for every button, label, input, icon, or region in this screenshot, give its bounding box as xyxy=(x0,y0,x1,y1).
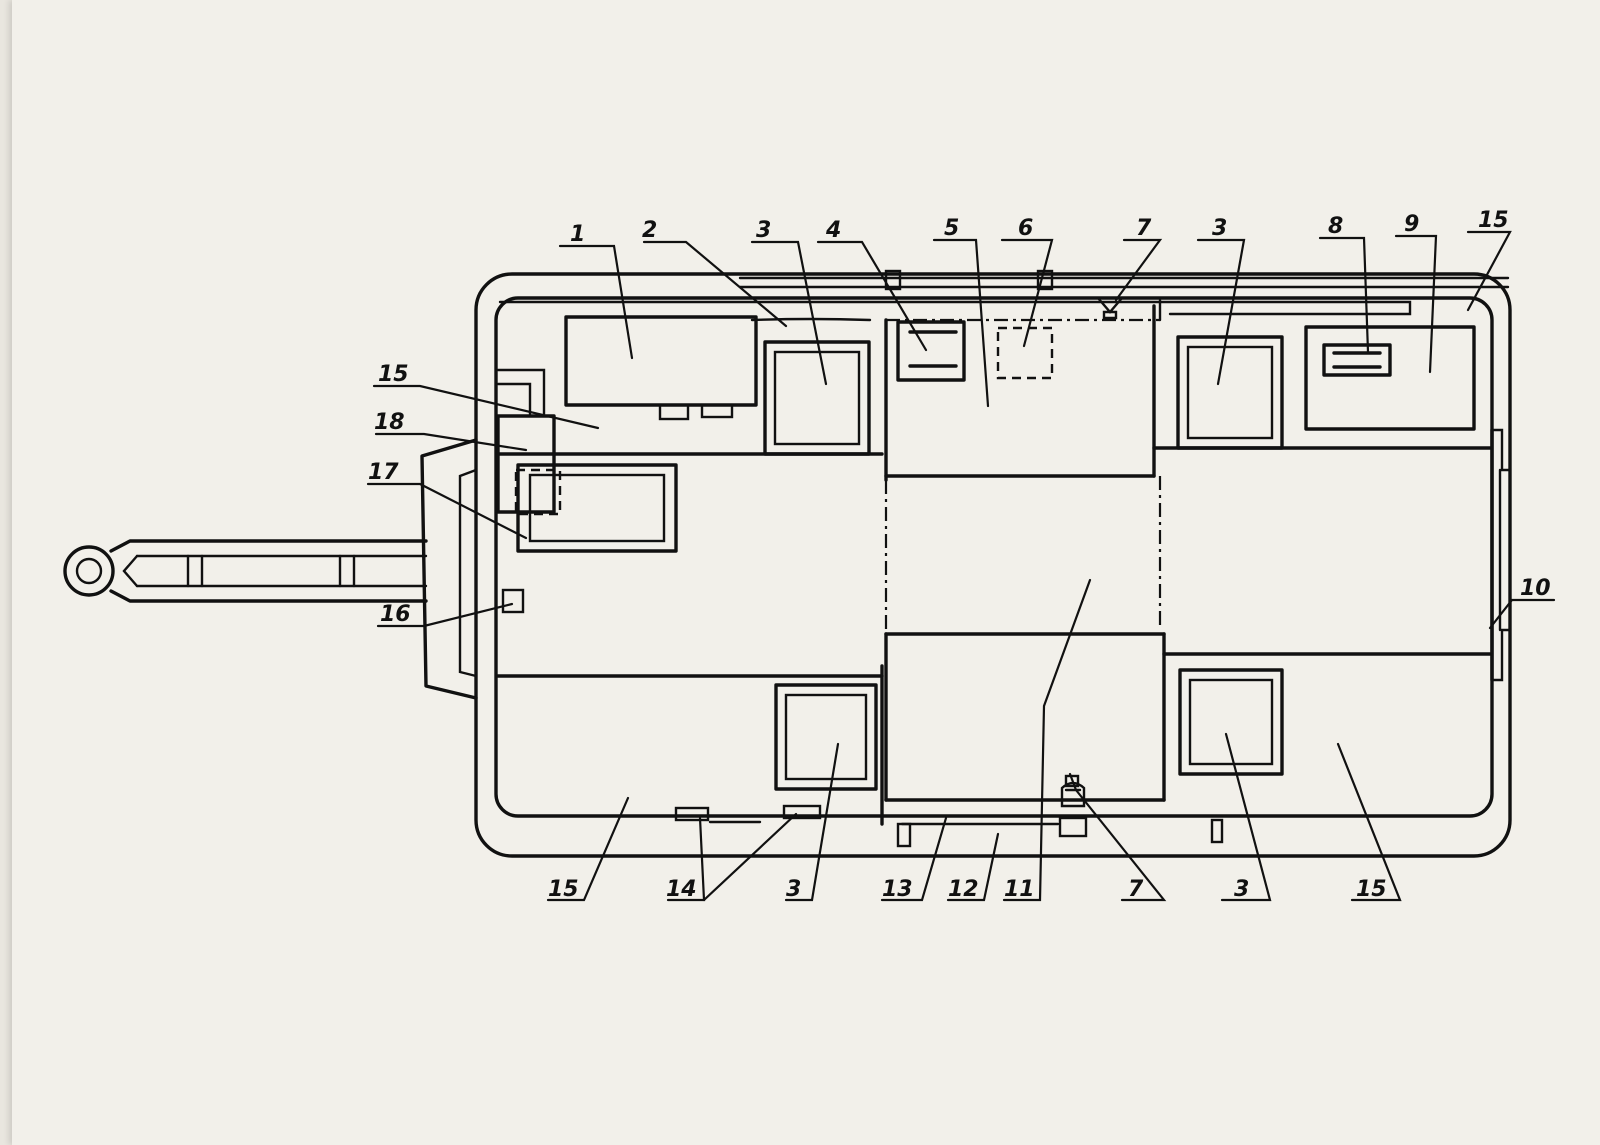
block-17-hidden xyxy=(514,468,562,516)
callout-7-top: 7 xyxy=(1136,216,1152,241)
callout-3-bottom-right: 3 xyxy=(1234,877,1249,902)
callout-10: 10 xyxy=(1520,576,1551,601)
cabinet-3-top-left xyxy=(763,340,871,456)
callout-3-top-left: 3 xyxy=(756,218,771,243)
unit-6-hidden xyxy=(996,326,1054,380)
callout-5: 5 xyxy=(944,216,959,241)
right-section xyxy=(1152,325,1512,844)
left-section xyxy=(496,315,884,826)
callout-2: 2 xyxy=(642,218,657,243)
callout-8: 8 xyxy=(1328,214,1343,239)
center-section xyxy=(884,296,1166,848)
callout-18: 18 xyxy=(374,410,405,435)
heater-4 xyxy=(896,320,966,382)
callout-15-top-right: 15 xyxy=(1478,208,1509,233)
cabinet-3-bottom-right xyxy=(1178,668,1284,776)
callout-15-bottom-right: 15 xyxy=(1356,877,1387,902)
cabinet-3-top-right xyxy=(1176,335,1284,450)
unit-9 xyxy=(1304,325,1476,431)
drawbar xyxy=(63,438,478,700)
bench-17 xyxy=(516,463,678,553)
outer-wall xyxy=(474,272,1512,858)
callout-16: 16 xyxy=(380,602,411,627)
unit-8 xyxy=(1322,343,1392,377)
callout-labels: 1 2 3 4 5 6 7 3 8 9 15 15 18 17 16 10 15… xyxy=(368,208,1551,902)
callout-6: 6 xyxy=(1018,216,1033,241)
callout-7-bottom: 7 xyxy=(1128,877,1144,902)
callout-11: 11 xyxy=(1004,877,1035,902)
callout-12: 12 xyxy=(948,877,979,902)
callout-15-left: 15 xyxy=(378,362,409,387)
callout-9: 9 xyxy=(1404,212,1419,237)
drawing-sheet xyxy=(12,0,1600,1145)
trailer-body xyxy=(474,272,1512,858)
callout-3-bottom-left: 3 xyxy=(786,877,801,902)
unit-1 xyxy=(564,315,758,407)
callout-14: 14 xyxy=(666,877,697,902)
callout-13: 13 xyxy=(882,877,913,902)
leader-lines xyxy=(366,230,1556,902)
callout-3-top-right: 3 xyxy=(1212,216,1227,241)
callout-15-bottom-left: 15 xyxy=(548,877,579,902)
top-duct xyxy=(498,269,1510,322)
callout-17: 17 xyxy=(368,460,399,485)
towing-eye xyxy=(63,545,115,597)
callout-1: 1 xyxy=(570,222,585,247)
cabinet-3-bottom-left xyxy=(774,683,878,791)
callout-4: 4 xyxy=(825,218,841,243)
